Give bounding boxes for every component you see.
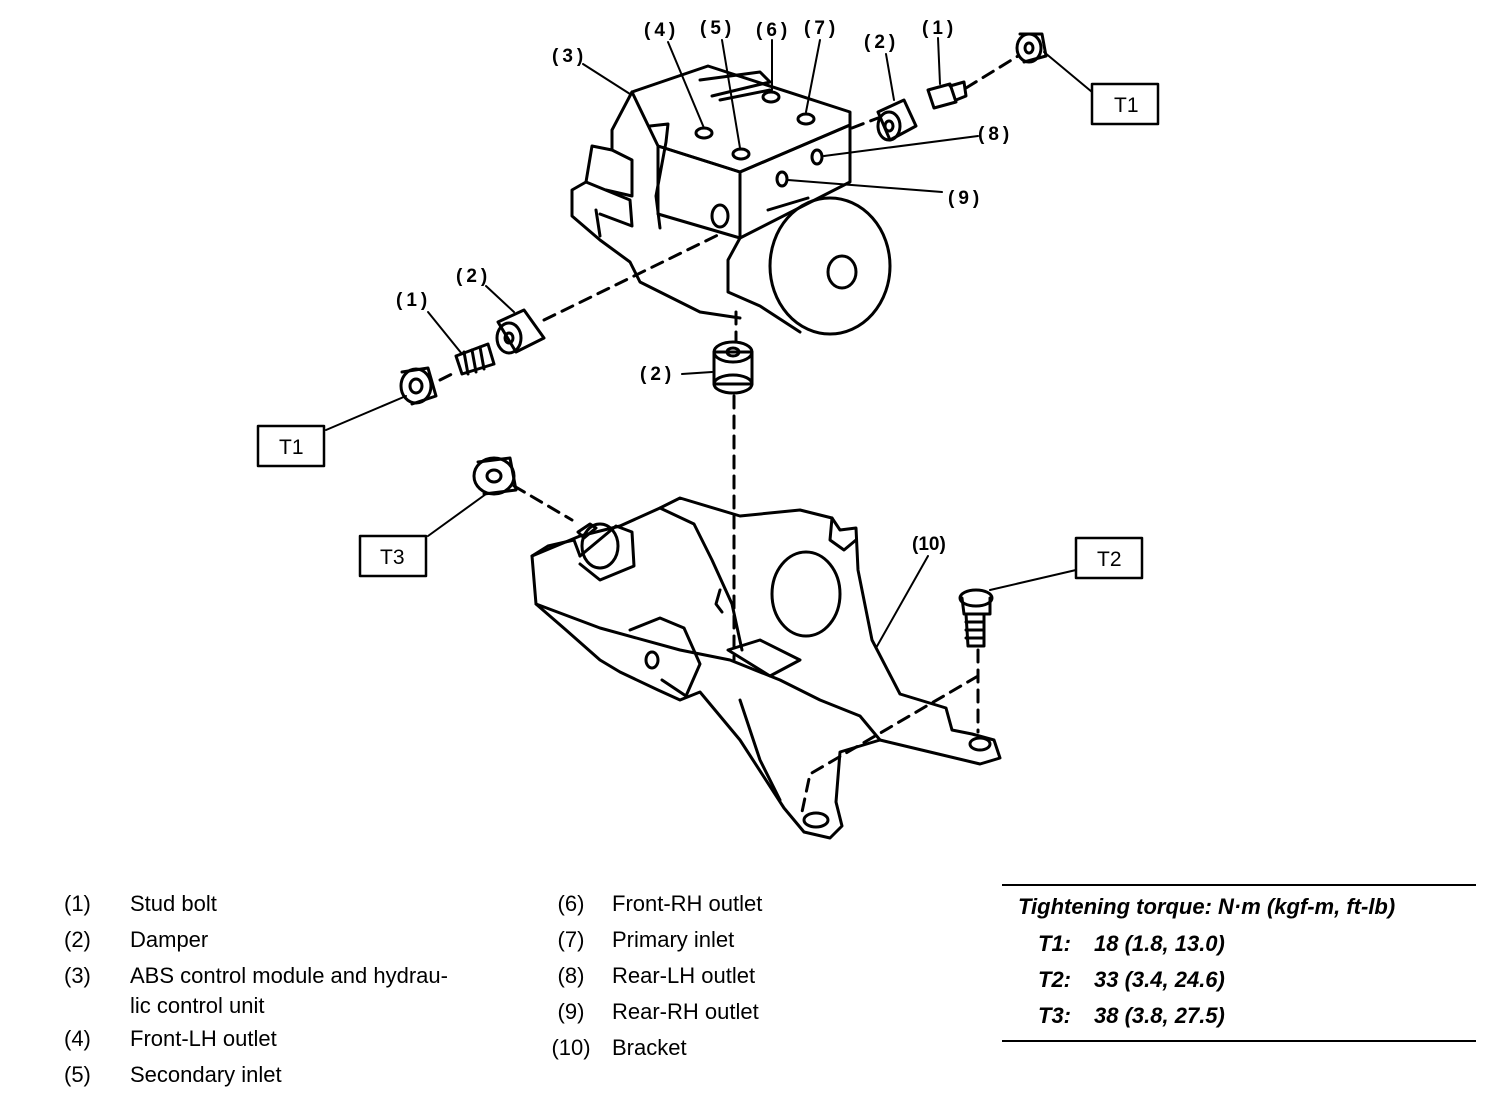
torque-box-t1-top: T1 — [1114, 94, 1139, 117]
legend-number: (9) — [557, 999, 585, 1024]
torque-row: T1: 18 (1.8, 13.0) — [1002, 926, 1476, 962]
torque-table: Tightening torque: N·m (kgf-m, ft-lb) T1… — [1002, 884, 1476, 1042]
callout-9: (9) — [948, 188, 983, 209]
legend-number: (5) — [64, 1062, 91, 1087]
torque-value: 18 (1.8, 13.0) — [1094, 931, 1225, 956]
callout-6: (6) — [756, 20, 791, 41]
t3-flange-nut — [472, 456, 518, 496]
t2-flange-bolt — [958, 588, 994, 648]
legend-number: (10) — [551, 1035, 591, 1060]
leader-lines — [325, 37, 1093, 649]
callout-3: (3) — [552, 46, 587, 67]
left-mount-parts — [399, 308, 546, 406]
top-right-mount-parts — [876, 32, 1048, 142]
torque-row: T3: 38 (3.8, 27.5) — [1002, 998, 1476, 1034]
callout-5: (5) — [700, 18, 735, 39]
torque-box-t3: T3 — [380, 546, 405, 569]
torque-key: T2: — [1038, 967, 1071, 992]
legend-text: Rear-RH outlet — [612, 999, 759, 1024]
bracket — [530, 496, 1002, 840]
legend-item: (2) Damper — [64, 922, 520, 958]
legend-number: (2) — [64, 927, 91, 952]
torque-table-title: Tightening torque: N·m (kgf-m, ft-lb) — [1018, 894, 1396, 919]
legend-text: Damper — [130, 927, 209, 952]
legend-item: (10) Bracket — [534, 1030, 1002, 1066]
torque-key: T3: — [1038, 1003, 1071, 1028]
callout-4: (4) — [644, 20, 679, 41]
legend-text: Front-LH outlet — [130, 1026, 277, 1051]
legend-item: (4) Front-LH outlet — [64, 1021, 520, 1057]
torque-value: 38 (3.8, 27.5) — [1094, 1003, 1225, 1028]
legend-text: Secondary inlet — [130, 1062, 282, 1087]
legend-text: ABS control module and hydrau- lic contr… — [130, 963, 448, 1018]
callout-2-top: (2) — [864, 32, 899, 53]
legend-text: Bracket — [612, 1035, 687, 1060]
torque-box-t2: T2 — [1097, 548, 1122, 571]
callout-2-mid: (2) — [640, 364, 675, 385]
legend-item: (6) Front-RH outlet — [534, 886, 1002, 922]
callout-8: (8) — [978, 124, 1013, 145]
legend-item: (8) Rear-LH outlet — [534, 958, 1002, 994]
legend-number: (4) — [64, 1026, 91, 1051]
callout-2-left: (2) — [456, 266, 491, 287]
callout-1-left: (1) — [396, 290, 431, 311]
legend-number: (8) — [557, 963, 585, 988]
legend-number: (6) — [557, 891, 585, 916]
torque-box-t1-left: T1 — [279, 436, 304, 459]
callout-10: (10) — [912, 534, 946, 555]
torque-box-frames — [256, 82, 1160, 580]
callout-1-top: (1) — [922, 18, 957, 39]
legend-item: (9) Rear-RH outlet — [534, 994, 1002, 1030]
legend-item: (3) ABS control module and hydrau- lic c… — [64, 958, 520, 1021]
legend-text: Stud bolt — [130, 891, 217, 916]
abs-hydraulic-unit — [570, 64, 892, 336]
legend-right: (6) Front-RH outlet (7) Primary inlet (8… — [534, 886, 1002, 1066]
legend-number: (3) — [64, 963, 91, 988]
legend-item: (7) Primary inlet — [534, 922, 1002, 958]
legend-text: Primary inlet — [612, 927, 735, 952]
callout-7: (7) — [804, 18, 839, 39]
torque-row: T2: 33 (3.4, 24.6) — [1002, 962, 1476, 998]
legend-number: (7) — [557, 927, 585, 952]
legend-left: (1) Stud bolt (2) Damper (3) ABS control… — [64, 886, 520, 1093]
legend-text: Front-RH outlet — [612, 891, 763, 916]
legend-text: Rear-LH outlet — [612, 963, 756, 988]
legend-item: (5) Secondary inlet — [64, 1057, 520, 1093]
abs-exploded-diagram: (3) (4) (5) (6) (7) (2) (1) (8) (9) (1) … — [256, 18, 1160, 840]
legend-number: (1) — [64, 891, 91, 916]
legend-item: (1) Stud bolt — [64, 886, 520, 922]
torque-key: T1: — [1038, 931, 1071, 956]
middle-damper — [712, 340, 754, 395]
torque-value: 33 (3.4, 24.6) — [1094, 967, 1225, 992]
